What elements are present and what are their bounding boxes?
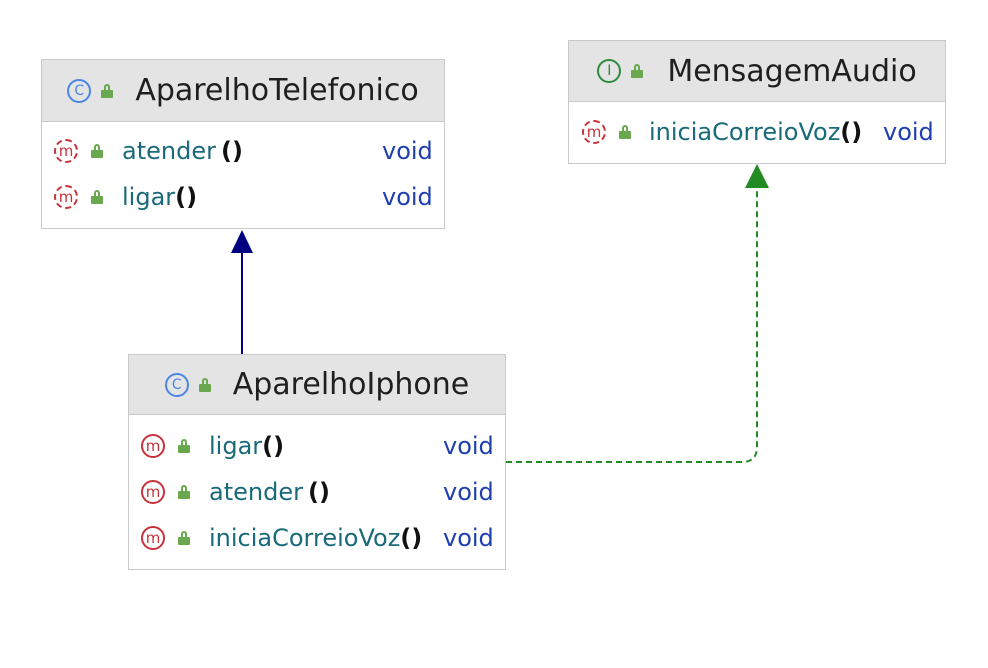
method-row[interactable]: m ligar() void [129, 431, 505, 461]
method-row[interactable]: m atender() void [129, 477, 505, 507]
method-params: () [840, 118, 863, 146]
realization-arrowhead [745, 164, 769, 188]
class-aparelho-telefonico[interactable]: C AparelhoTelefonico m atender() void m … [41, 59, 445, 229]
class-aparelho-iphone[interactable]: C AparelhoIphone m ligar() void m atende… [128, 354, 506, 570]
public-access-icon [101, 83, 114, 98]
method-row[interactable]: m iniciaCorreioVoz() void [129, 523, 505, 553]
method-name: ligar [209, 432, 263, 460]
public-access-icon [178, 531, 190, 545]
method-name: atender [122, 137, 216, 165]
method-icon: m [141, 434, 165, 458]
return-type: void [382, 137, 433, 165]
method-params: () [220, 137, 243, 165]
public-access-icon [91, 144, 103, 158]
method-icon: m [141, 526, 165, 550]
method-name: iniciaCorreioVoz [649, 118, 841, 146]
public-access-icon [619, 125, 631, 139]
class-header[interactable]: C AparelhoTelefonico [42, 60, 444, 122]
class-name: AparelhoTelefonico [135, 73, 419, 108]
method-params: () [262, 432, 285, 460]
class-header[interactable]: C AparelhoIphone [129, 355, 505, 415]
method-name: atender [209, 478, 303, 506]
method-name: ligar [122, 183, 176, 211]
inheritance-edge [231, 230, 253, 354]
interface-header[interactable]: I MensagemAudio [569, 41, 945, 102]
method-params: () [400, 524, 423, 552]
return-type: void [883, 118, 934, 146]
method-name: iniciaCorreioVoz [209, 524, 401, 552]
public-access-icon [631, 64, 644, 78]
method-row[interactable]: m iniciaCorreioVoz() void [569, 117, 945, 147]
return-type: void [443, 478, 494, 506]
return-type: void [443, 432, 494, 460]
interface-icon: I [597, 59, 622, 83]
class-icon: C [164, 372, 189, 397]
method-row[interactable]: m atender() void [42, 136, 444, 166]
class-name: AparelhoIphone [232, 367, 470, 402]
inheritance-arrowhead [231, 230, 253, 253]
method-icon: m [54, 139, 78, 163]
class-icon: C [67, 78, 92, 103]
realization-edge [506, 164, 769, 463]
method-icon: m [141, 480, 165, 504]
method-row[interactable]: m ligar() void [42, 182, 444, 212]
public-access-icon [198, 377, 211, 392]
public-access-icon [91, 190, 103, 204]
return-type: void [443, 524, 494, 552]
method-icon: m [54, 185, 78, 209]
interface-name: MensagemAudio [667, 53, 917, 89]
public-access-icon [178, 439, 190, 453]
method-icon: m [582, 120, 606, 144]
public-access-icon [178, 485, 190, 499]
return-type: void [382, 183, 433, 211]
method-params: () [175, 183, 198, 211]
method-params: () [307, 478, 330, 506]
interface-mensagem-audio[interactable]: I MensagemAudio m iniciaCorreioVoz() voi… [568, 40, 946, 164]
